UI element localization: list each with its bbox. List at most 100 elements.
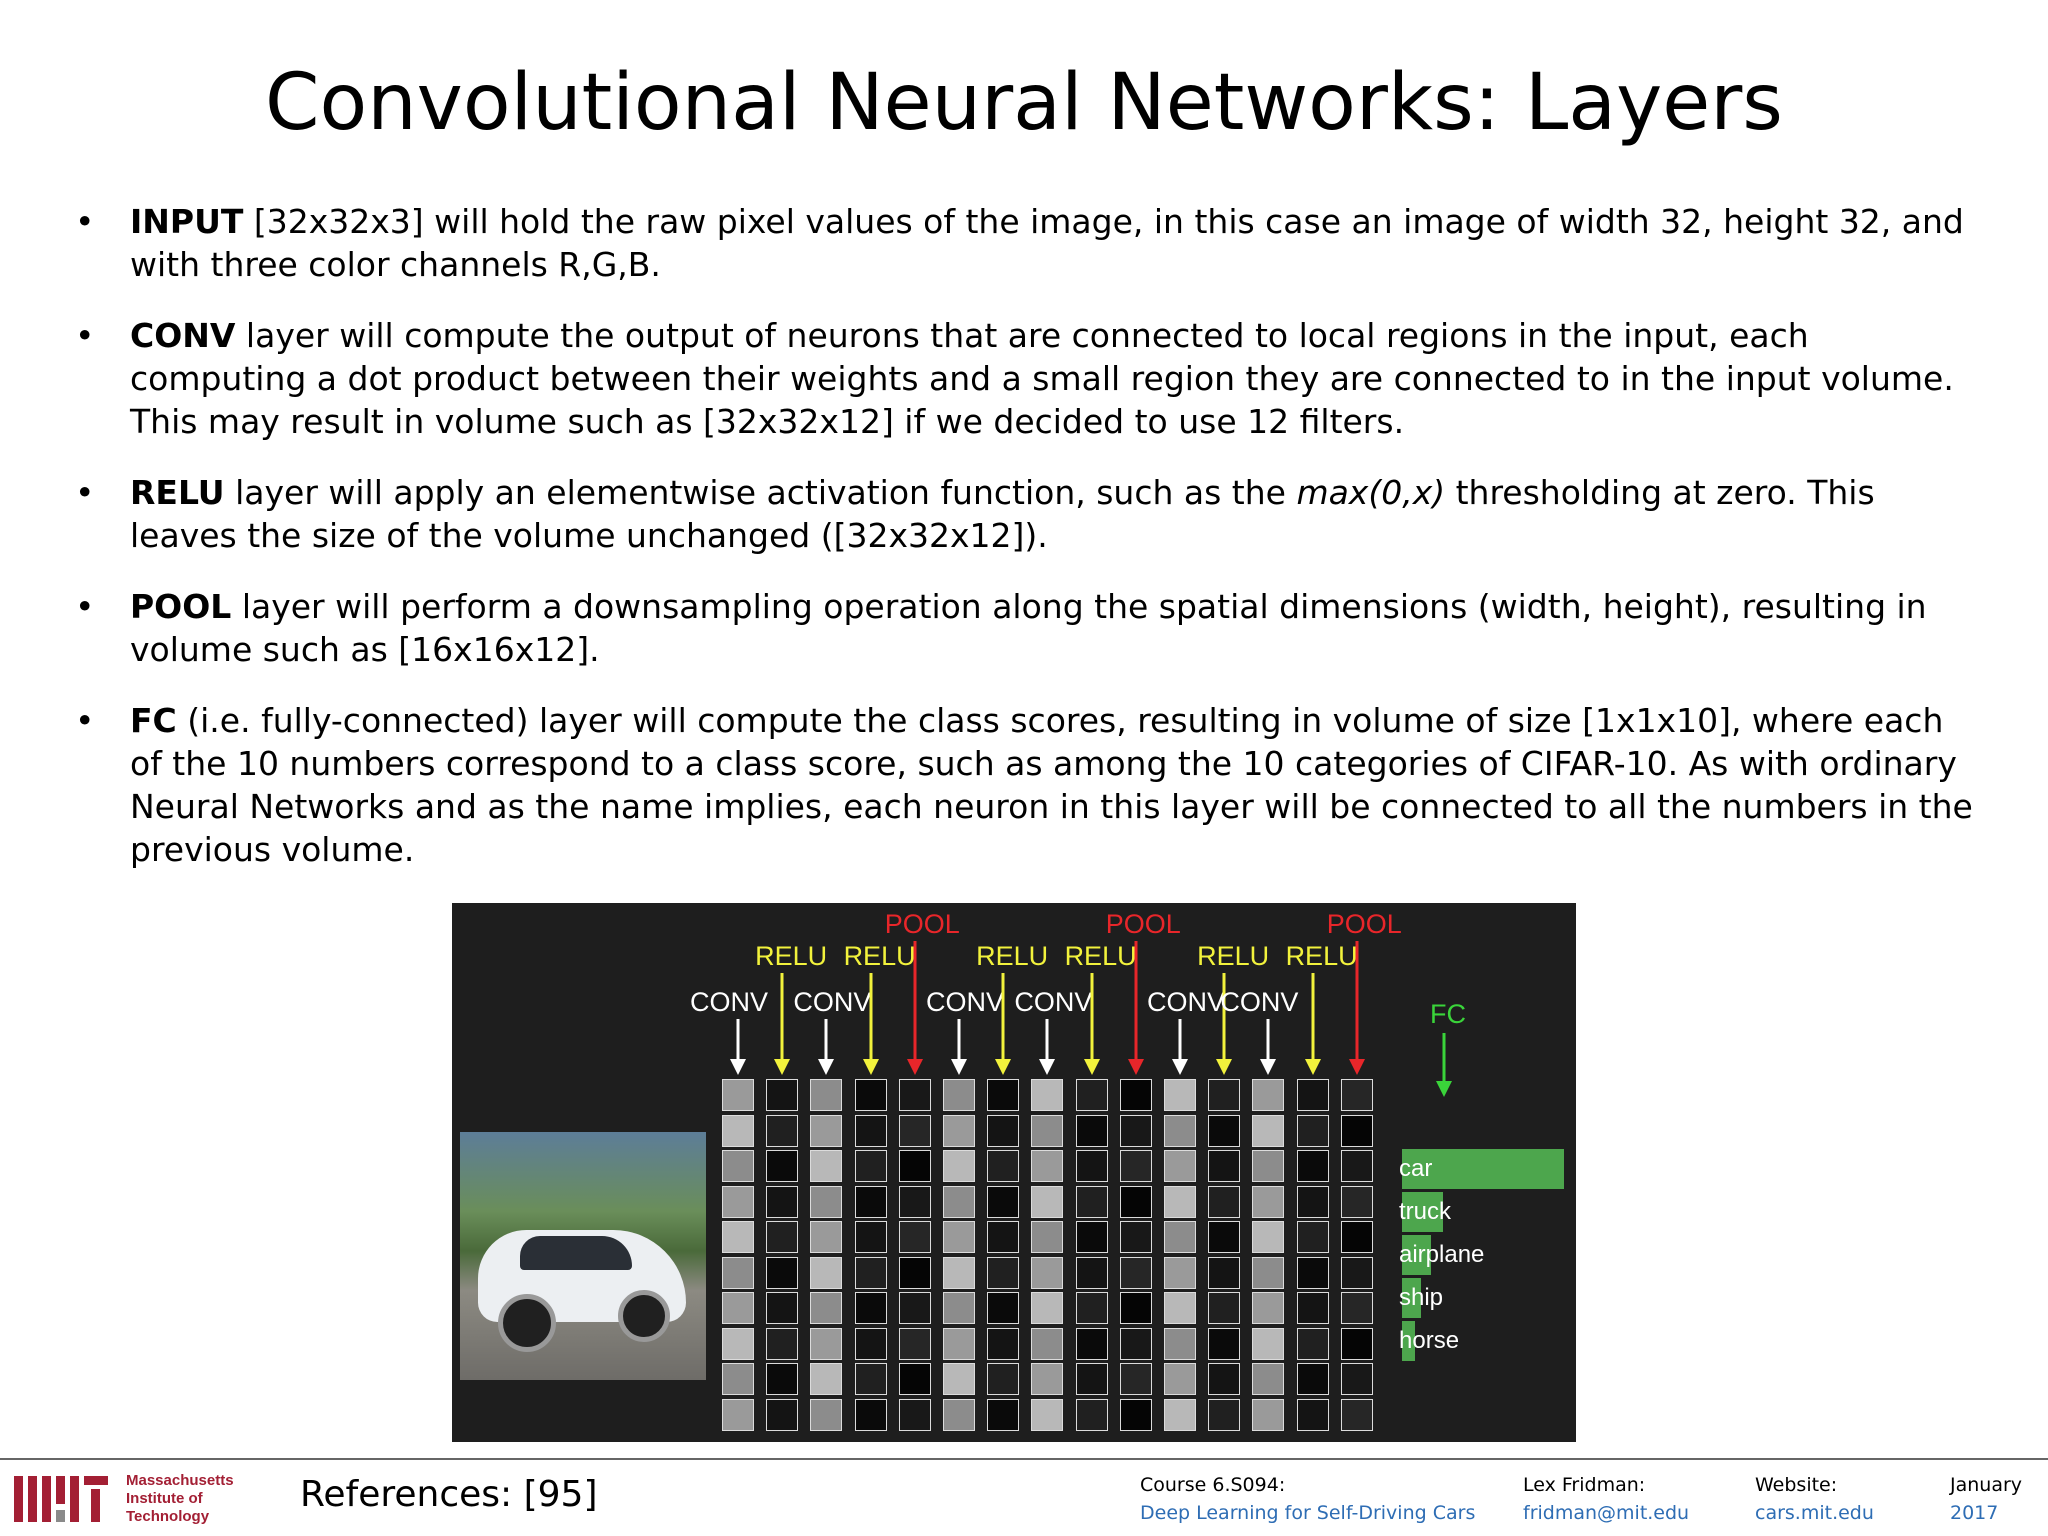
activation-map [1031,1398,1064,1431]
footer-date: January 2017 [1950,1471,2022,1527]
activation-map [1296,1079,1329,1111]
bullet-input: • INPUT [32x32x3] will hold the raw pixe… [75,200,1975,286]
activation-map [1164,1079,1196,1111]
activation-map [1075,1398,1108,1431]
activation-map [766,1221,799,1253]
activation-map [1208,1185,1241,1218]
activation-map [987,1256,1020,1289]
activation-map [1340,1185,1373,1218]
activation-map [722,1256,754,1289]
activation-map [943,1185,975,1218]
mit-wordmark-line: Technology [126,1508,210,1525]
activation-map [1119,1079,1152,1111]
activation-map [810,1327,843,1360]
activation-map [722,1363,754,1395]
bullet-text: layer will perform a downsampling operat… [130,587,1927,669]
car-wheel [618,1290,670,1342]
activation-map [1252,1292,1285,1324]
layer-label-pool: POOL [1326,909,1402,939]
activation-map [1208,1398,1241,1431]
activation-map [766,1292,799,1324]
layer-arrow-icon [1216,973,1233,1075]
activation-map [1340,1150,1373,1182]
activation-map [1075,1185,1108,1218]
activation-map [898,1398,931,1431]
bullet-pool: • POOL layer will perform a downsampling… [75,585,1975,671]
layer-arrow-icon [730,1019,746,1075]
footer-divider [0,1458,2048,1460]
activation-map [987,1185,1020,1218]
activation-map [1119,1256,1152,1289]
activation-map [722,1079,754,1111]
activation-map [1252,1150,1285,1182]
mit-logo-icon [14,1476,108,1522]
activation-map [854,1398,887,1431]
activation-map [1164,1327,1196,1360]
activation-map [898,1150,931,1182]
input-car-image [460,1132,706,1380]
activation-column [1031,1079,1064,1435]
activation-map [898,1292,931,1324]
class-label: ship [1399,1284,1444,1311]
fc-label: FC [1430,999,1466,1029]
activation-map [943,1327,975,1360]
website-link[interactable]: cars.mit.edu [1755,1502,1874,1524]
layer-arrow-icon [862,973,879,1075]
bullet-list: • INPUT [32x32x3] will hold the raw pixe… [75,200,1975,899]
activation-map [854,1079,887,1111]
course-label: Course 6.S094: [1140,1474,1286,1496]
activation-map [1208,1150,1241,1182]
layer-arrow-icon [906,941,923,1075]
layer-label-relu: RELU [843,941,916,971]
activation-map [1296,1292,1329,1324]
class-score-bar [1402,1149,1564,1189]
activation-column [1296,1079,1329,1435]
activation-map [943,1292,975,1324]
activation-map [766,1150,799,1182]
activation-map [1075,1292,1108,1324]
class-label: truck [1399,1198,1452,1225]
activation-map [1164,1185,1196,1218]
activation-map [1164,1150,1196,1182]
activation-map [1208,1256,1241,1289]
instructor-label: Lex Fridman: [1523,1474,1646,1496]
activation-column [987,1079,1020,1435]
activation-map [722,1150,754,1182]
activation-map [1031,1185,1064,1218]
activation-map [854,1256,887,1289]
activation-map [898,1079,931,1111]
activation-map [1252,1079,1285,1111]
bullet-text: (i.e. fully-connected) layer will comput… [130,701,1973,869]
course-link[interactable]: Deep Learning for Self-Driving Cars [1140,1502,1476,1524]
activation-map [898,1221,931,1253]
activation-map [854,1292,887,1324]
car-window [520,1236,632,1270]
activation-map [898,1363,931,1395]
activation-map [1340,1327,1373,1360]
activation-map [898,1256,931,1289]
layer-label-conv: CONV [793,987,872,1017]
bullet-term: POOL [130,587,232,626]
class-label: horse [1399,1327,1460,1354]
activation-map [1075,1114,1108,1147]
activation-column [1208,1079,1241,1435]
activation-map [854,1221,887,1253]
layer-label-relu: RELU [1064,941,1137,971]
mit-wordmark-line: Massachusetts [126,1472,234,1489]
activation-map [943,1363,975,1395]
activation-map [766,1327,799,1360]
bullet-fc: • FC (i.e. fully-connected) layer will c… [75,699,1975,871]
activation-map [722,1114,754,1147]
layer-arrow-icon [774,973,791,1075]
activation-map [987,1150,1020,1182]
activation-map [1340,1256,1373,1289]
layer-label-relu: RELU [976,941,1049,971]
instructor-email-link[interactable]: fridman@mit.edu [1523,1502,1690,1524]
layer-arrow-icon [1039,1019,1056,1075]
bullet-conv: • CONV layer will compute the output of … [75,314,1975,443]
activation-map [854,1185,887,1218]
activation-map [987,1398,1020,1431]
activation-map [943,1150,975,1182]
activation-map [810,1398,843,1431]
